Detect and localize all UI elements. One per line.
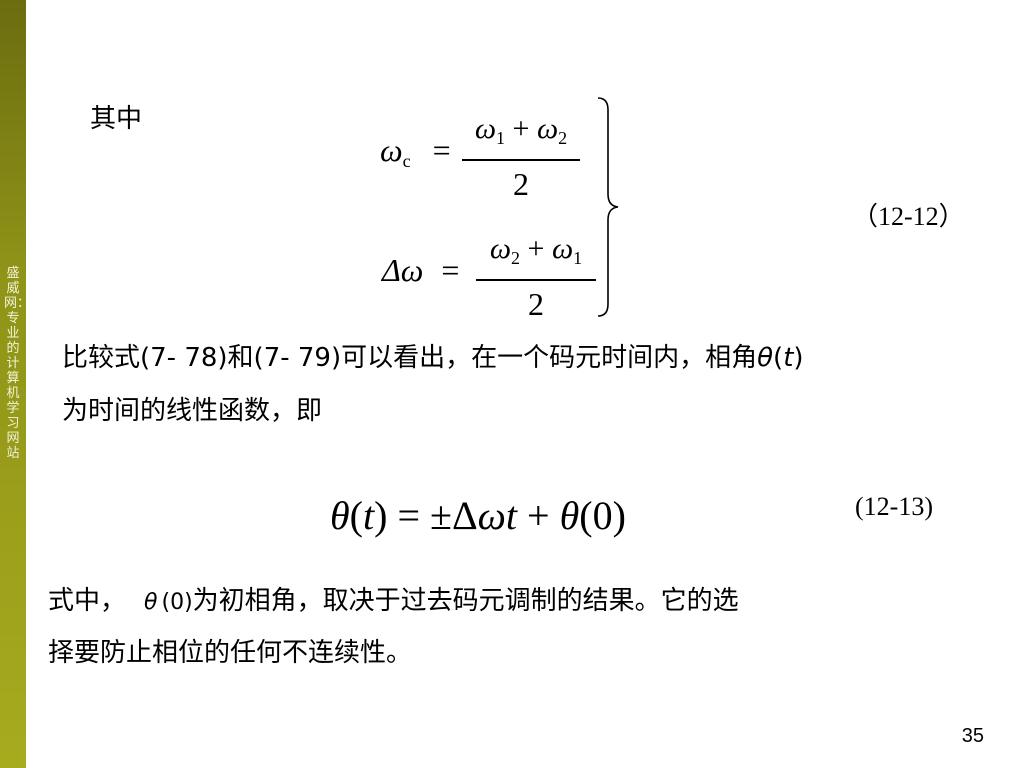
eq-12-12-line2-fraction: ω2 + ω1 2 [476,232,596,321]
eq-12-12-line1-denominator: 2 [513,166,529,202]
paragraph-2-text: 为初相角，取决于过去码元调制的结果。它的选 [192,586,739,616]
omega-1-subscript: 1 [496,128,506,148]
t-variable: t [505,493,518,538]
omega-c-subscript: c [402,151,411,171]
omega-2-subscript: 2 [558,128,568,148]
right-brace-icon [597,97,619,317]
theta-symbol: θ [757,343,774,373]
open-paren: ( [773,343,784,373]
paragraph-1-line-2: 为时间的线性函数，即 [62,396,323,426]
theta-symbol: θ [330,493,350,538]
omega-c-symbol: ω [380,132,403,168]
eq-12-12-line2-numerator: ω2 + ω1 [476,232,596,275]
delta-omega-symbol: Δω [382,252,424,288]
close-paren: ) [793,343,804,373]
sidebar-watermark: 盛威网：专业的计算机学习网站 [4,266,31,461]
plus-sign: + [527,232,545,265]
omega-symbol: ω [477,493,506,538]
sidebar-strip: 盛威网：专业的计算机学习网站 [0,0,31,768]
eq-12-12-line1-fraction: ω1 + ω2 2 [462,112,580,201]
paragraph-1-text: 比较式(7- 78)和(7- 79)可以看出，在一个码元时间内，相角 [62,343,758,373]
plus-sign: + [517,493,560,538]
page-number: 35 [961,725,984,747]
eq-12-12-line1-equals: = [432,132,451,168]
omega-2-symbol: ω [536,112,559,145]
close-paren: ) [374,493,388,538]
eq-12-12-line2-equals: = [441,252,460,288]
omega-2-subscript: 2 [511,248,521,268]
theta-symbol: θ [144,590,158,615]
eq-12-13-label: (12-13) [855,492,933,521]
open-paren: ( [349,493,363,538]
t-variable: t [362,493,375,538]
fraction-bar [476,279,596,281]
paragraph-1-line-1: 比较式(7- 78)和(7- 79)可以看出，在一个码元时间内，相角θ(t) [62,343,804,373]
eq-12-12-line1-numerator: ω1 + ω2 [462,112,580,155]
paragraph-2-line-2: 择要防止相位的任何不连续性。 [48,638,413,668]
fraction-bar [462,159,580,161]
plus-sign: + [512,112,530,145]
eq-12-13: θ(t) = ±Δωt + θ(0) [330,492,626,539]
omega-1-symbol: ω [474,112,497,145]
eq-12-12-label: （12-12） [852,202,965,231]
eq-12-12-line2-lhs: Δω = [382,252,459,289]
intro-text: 其中 [90,104,143,134]
theta-symbol: θ [559,493,580,538]
omega-1-symbol: ω [551,232,574,265]
omega-2-symbol: ω [489,232,512,265]
omega-1-subscript: 1 [573,248,583,268]
paragraph-2-line-1: 式中， θ(0)为初相角，取决于过去码元调制的结果。它的选 [48,586,739,618]
eq-12-12-line2-denominator: 2 [528,286,544,322]
zero-argument: (0) [161,590,193,615]
equals-plus-minus-delta: = ±Δ [387,493,478,538]
t-variable: t [783,343,794,373]
eq-12-12-line1-lhs: ωc = [380,132,451,172]
paragraph-2-prefix: 式中， [48,586,127,616]
zero-argument: (0) [579,493,626,538]
